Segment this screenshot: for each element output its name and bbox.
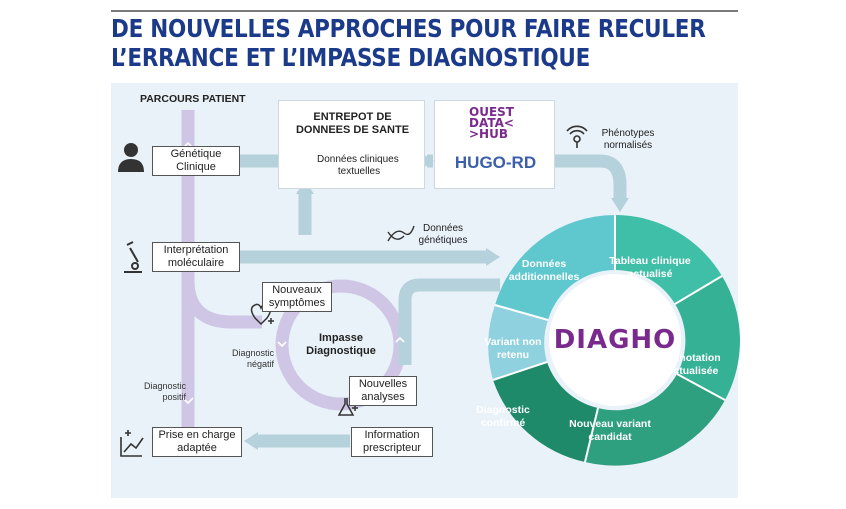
entrepot-card: ENTREPOT DE DONNEES DE SANTE Données cli… — [278, 100, 425, 189]
arrowhead-interpretation — [486, 248, 500, 266]
segment-nouveau-variant — [585, 374, 725, 466]
page-title: DE NOUVELLES APPROCHES POUR FAIRE RECULE… — [111, 14, 713, 72]
chevron-down-icon — [277, 341, 287, 348]
segment-donnees-additionnelles — [495, 215, 615, 320]
microscope-icon — [124, 241, 142, 273]
segment-tableau-clinique — [615, 215, 722, 304]
entrepot-item-1: Données cliniques — [317, 154, 399, 165]
ouest-data-hub-logo: OUEST DATA< >HUB — [469, 105, 514, 141]
title-line-2: L’ERRANCE ET L’IMPASSE DIAGNOSTIQUE — [111, 43, 591, 72]
segment-variant-non-retenu — [488, 305, 548, 380]
title-line-1: DE NOUVELLES APPROCHES POUR FAIRE RECULE… — [111, 14, 706, 43]
arrow-hub-diagho — [555, 154, 627, 200]
dna-icon — [387, 225, 415, 242]
top-rule — [111, 10, 738, 12]
doctor-icon — [118, 143, 144, 172]
radar-icon — [566, 125, 588, 148]
parcours-patient-label: PARCOURS PATIENT — [140, 93, 246, 105]
flask-plus-icon — [337, 398, 358, 416]
arrowhead-info — [244, 432, 258, 450]
chevron-down-icon — [182, 397, 194, 405]
patient-path-branch — [181, 279, 262, 329]
ouest-data-hub-card: OUEST DATA< >HUB HUGO-RD — [434, 100, 555, 189]
entrepot-item-2: textuelles — [337, 166, 381, 177]
entrepot-title-1: ENTREPOT DE — [313, 111, 392, 123]
arrowhead-hub — [611, 198, 629, 212]
arrow-analyses-diagho — [398, 278, 500, 365]
segment-diagnostic-confirme — [493, 362, 598, 462]
hugo-rd-logo: HUGO-RD — [454, 153, 537, 172]
segment-annotation — [675, 276, 741, 400]
diagho-cycle — [488, 215, 741, 466]
chevron-up-icon — [395, 336, 405, 343]
chart-up-icon — [120, 430, 144, 457]
entrepot-title-2: DONNEES DE SANTE — [295, 124, 410, 136]
diagho-center — [549, 274, 681, 406]
diagho-logo: DIAGHO — [553, 325, 677, 355]
